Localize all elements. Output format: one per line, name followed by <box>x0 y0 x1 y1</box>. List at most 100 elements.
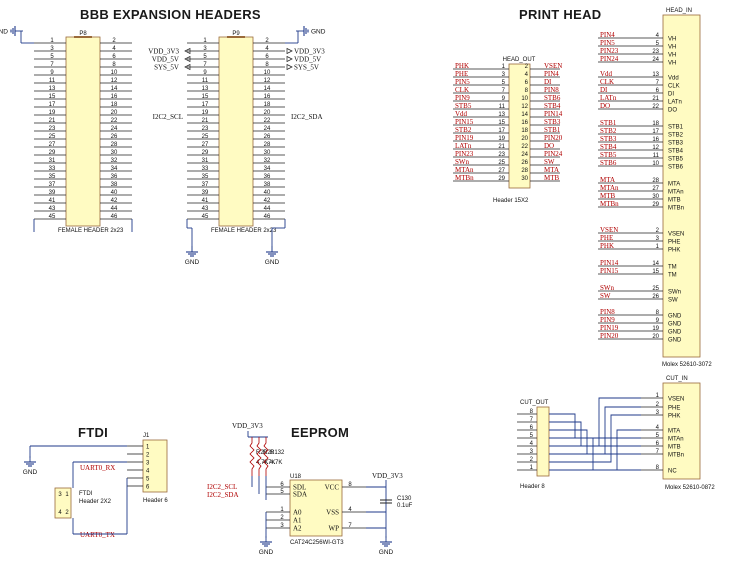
p9-net-arrow-l-2 <box>184 63 191 71</box>
ftdi-j1-pinnum-4: 4 <box>146 469 150 475</box>
gnd-eeprom-left-label: GND <box>259 549 274 556</box>
p9-pinnum-r-30: 30 <box>264 150 271 156</box>
head-in-net-PIN19: PIN19 <box>600 324 619 332</box>
head-out-pinnum-r-18: 18 <box>521 128 528 134</box>
print-head-title: PRINT HEAD <box>519 7 601 22</box>
head-in-pinlabel-25: SWn <box>668 290 681 296</box>
p8-pinnum-l-33: 33 <box>49 166 56 172</box>
head-out-net-r-10: DO <box>544 142 554 150</box>
head-out-net-r-13: MTA <box>544 166 559 174</box>
p8-pinnum-r-4: 4 <box>112 46 116 52</box>
cut-in-pinlabel-6: MTB <box>668 445 681 451</box>
eeprom-pinlabel-A0: A0 <box>293 509 302 517</box>
cut-in-pinnum-5: 5 <box>656 433 660 439</box>
p9-pinnum-l-29: 29 <box>202 150 209 156</box>
head-out-net-l-8: STB2 <box>455 126 472 134</box>
head-out-net-l-14: MTBn <box>455 174 474 182</box>
ftdi-jumper-pin1: 1 <box>65 492 69 498</box>
eeprom-pinlabel-SDA: SDA <box>293 491 307 499</box>
head-out-net-l-13: MTAn <box>455 166 474 174</box>
cut-out-pinnum-8: 8 <box>530 409 534 415</box>
p9-pinnum-r-42: 42 <box>264 198 271 204</box>
ftdi-jumper-ref: FTDI <box>79 491 93 497</box>
p9-pinnum-l-11: 11 <box>202 78 209 84</box>
p9-net-sda: I2C2_SDA <box>291 113 323 121</box>
eeprom-part: CAT24C256WI-GT3 <box>290 540 344 546</box>
cut-in-pinnum-2: 2 <box>656 402 660 408</box>
head-in-pinlabel-6: DI <box>668 92 674 98</box>
p9-pinnum-l-17: 17 <box>202 102 209 108</box>
ftdi-j1-body <box>142 439 168 493</box>
head-in-pinnum-14: 14 <box>652 261 659 267</box>
resistor-R132 <box>263 437 269 476</box>
cut-out-pinnum-5: 5 <box>530 433 534 439</box>
head-in-pinnum-27: 27 <box>652 186 659 192</box>
head-in-pinnum-7: 7 <box>656 80 660 86</box>
head-out-net-l-11: PIN23 <box>455 150 474 158</box>
head-in-net-STB2: STB2 <box>600 127 617 135</box>
head-in-pinlabel-24: VH <box>668 61 676 67</box>
head-out-net-l-9: PIN19 <box>455 134 474 142</box>
resistor-R20 <box>249 437 255 476</box>
head-out-pinnum-l-11: 11 <box>499 104 506 110</box>
p8-pinnum-r-10: 10 <box>111 70 118 76</box>
p9-pinnum-r-24: 24 <box>264 126 271 132</box>
p8-pinnum-l-5: 5 <box>50 54 54 60</box>
head-out-net-r-9: PIN20 <box>544 134 563 142</box>
head-in-body <box>662 14 701 358</box>
p8-footer: FEMALE HEADER 2x23 <box>58 228 124 234</box>
head-out-body <box>508 63 531 189</box>
head-out-net-l-0: PHK <box>455 62 469 70</box>
p8-pinnum-l-25: 25 <box>49 134 56 140</box>
head-in-pinnum-28: 28 <box>652 178 659 184</box>
p8-pinnum-l-15: 15 <box>49 94 56 100</box>
cut-in-pinnum-7: 7 <box>656 449 660 455</box>
head-in-pinnum-1: 1 <box>656 244 660 250</box>
head-in-pinlabel-7: CLK <box>668 84 680 90</box>
p9-pinnum-l-27: 27 <box>202 142 209 148</box>
p9-pinnum-l-33: 33 <box>202 166 209 172</box>
cut-out-footer: Header 8 <box>520 484 545 490</box>
eeprom-body <box>289 479 343 537</box>
eeprom-vdd-top: VDD_3V3 <box>232 422 263 430</box>
cut-out-ref: CUT_OUT <box>520 400 549 406</box>
head-out-pinnum-r-20: 20 <box>521 136 528 142</box>
head-in-pinnum-8: 8 <box>656 310 660 316</box>
head-out-footer: Header 15X2 <box>493 198 529 204</box>
p9-ref: P9 <box>232 31 240 37</box>
head-in-pinlabel-3: PHE <box>668 240 680 246</box>
p8-pinnum-l-45: 45 <box>49 214 56 220</box>
head-out-pinnum-r-30: 30 <box>521 176 528 182</box>
p8-pinnum-r-34: 34 <box>111 166 118 172</box>
p8-pinnum-l-1: 1 <box>50 38 54 44</box>
p9-net-arrow-l-0 <box>184 47 191 55</box>
eeprom-vdd-right: VDD_3V3 <box>372 472 403 480</box>
p8-pinnum-r-12: 12 <box>111 78 118 84</box>
head-in-pinnum-15: 15 <box>652 269 659 275</box>
p9-pinnum-l-21: 21 <box>202 118 209 124</box>
cut-route-5 <box>549 406 641 455</box>
cut-in-pinlabel-1: VSEN <box>668 397 684 403</box>
ftdi-title: FTDI <box>78 425 108 440</box>
cut-in-body <box>662 382 701 480</box>
p8-pinnum-r-16: 16 <box>111 94 118 100</box>
eeprom-pinnum-7: 7 <box>348 523 352 529</box>
ftdi-j1-pinnum-3: 3 <box>146 461 150 467</box>
cut-route-1 <box>549 421 641 447</box>
p8-pinnum-l-39: 39 <box>49 190 56 196</box>
head-out-net-r-8: STB1 <box>544 126 561 134</box>
p8-pinnum-l-17: 17 <box>49 102 56 108</box>
head-in-net-PIN23: PIN23 <box>600 47 619 55</box>
cut-route-2 <box>549 429 641 455</box>
cap-value: 0.1uF <box>397 503 413 509</box>
p9-net-arrow-l-1 <box>184 55 191 63</box>
head-in-pinlabel-4: VH <box>668 37 676 43</box>
cut-in-pinlabel-7: MTBn <box>668 453 684 459</box>
head-in-pinnum-12: 12 <box>652 145 659 151</box>
cut-in-pinlabel-2: PHE <box>668 406 680 412</box>
cut-in-pinnum-4: 4 <box>656 425 660 431</box>
head-in-net-PHE: PHE <box>600 234 613 242</box>
head-in-pinnum-17: 17 <box>652 129 659 135</box>
head-in-net-MTAn: MTAn <box>600 184 619 192</box>
head-in-net-STB4: STB4 <box>600 143 617 151</box>
